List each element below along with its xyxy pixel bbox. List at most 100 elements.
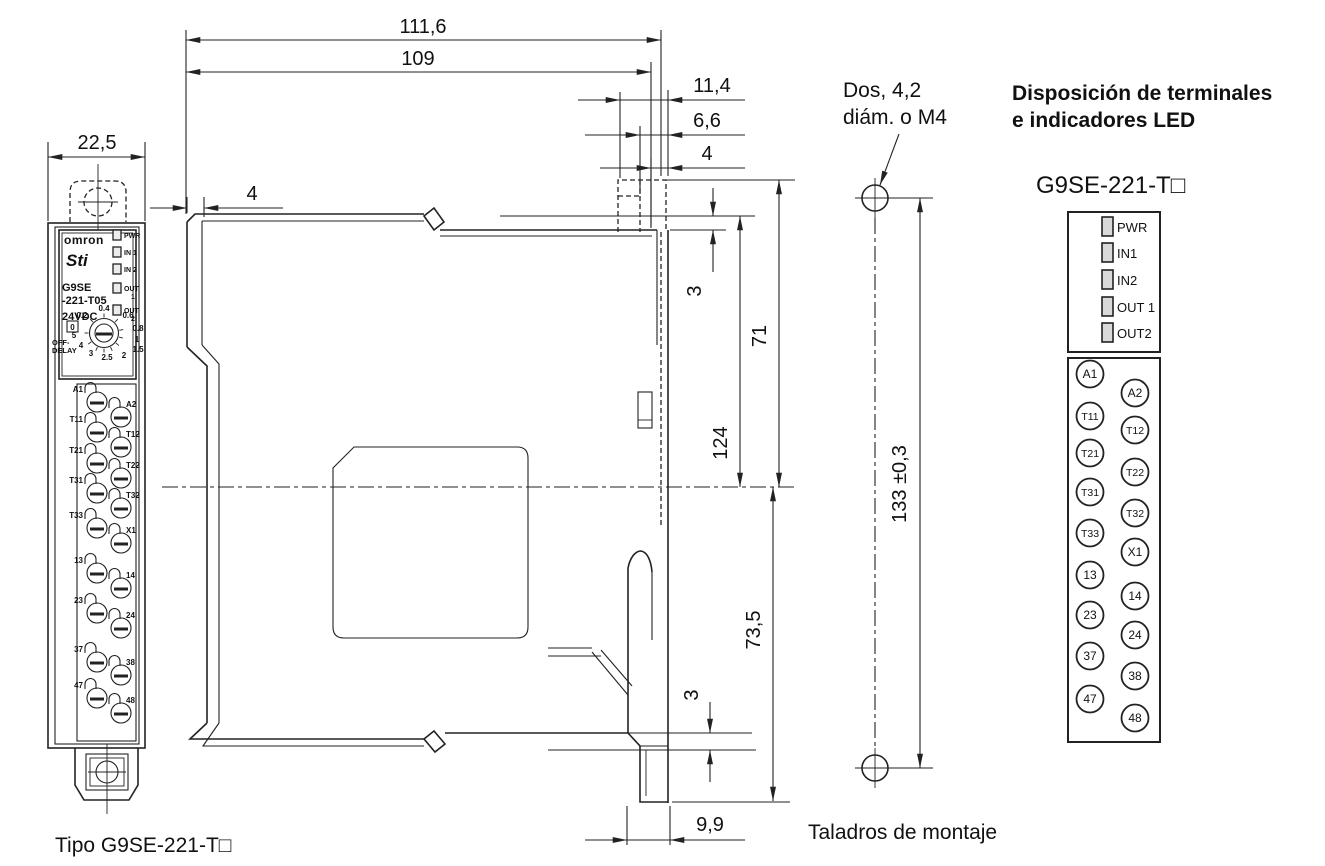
front-terminal: 47 <box>74 678 108 709</box>
panel-led-label: PWR <box>1117 220 1147 235</box>
panel-led: OUT2 <box>1101 322 1152 343</box>
front-voltage: 24VDC <box>62 311 98 323</box>
panel-led-label: IN2 <box>1117 273 1137 288</box>
front-terminal: 24 <box>108 608 135 639</box>
panel-heading-2: e indicadores LED <box>1012 109 1195 132</box>
dim-foot: 9,9 <box>585 806 745 845</box>
dial-value: 2.5 <box>101 353 113 362</box>
panel-led: PWR <box>1101 216 1147 237</box>
dim-front-width-label: 22,5 <box>78 132 117 154</box>
front-led-label: OUT <box>124 308 140 315</box>
front-view: 22,5 omron Sti G9SE -221-T05 24VDC PWRIN… <box>47 132 232 857</box>
dial-value: 5 <box>72 331 77 340</box>
dim-depth-overall: 111,6 <box>399 16 446 38</box>
dim-front-width: 22,5 <box>47 132 146 221</box>
dim-upper-height: 71 <box>749 325 771 347</box>
panel-led-label: OUT 1 <box>1117 300 1155 315</box>
panel-terminal: T12 <box>1120 415 1150 445</box>
front-body-inner <box>54 226 140 745</box>
dim-depth-body: 109 <box>401 48 434 70</box>
front-terminal: 48 <box>108 693 135 724</box>
front-terminal-label: T11 <box>70 415 84 424</box>
front-terminal-label: T21 <box>69 446 83 455</box>
front-brand: omron <box>64 233 104 247</box>
dial-caption-1: OFF- <box>52 338 70 347</box>
dial-value: 2 <box>122 351 127 360</box>
dim-heights: 3 71 124 73,5 3 <box>500 179 795 803</box>
panel-terminal: 24 <box>1120 620 1150 650</box>
panel-led: OUT 1 <box>1101 296 1155 317</box>
front-terminal-label: T31 <box>69 476 83 485</box>
panel-terminal-label: 37 <box>1083 649 1097 663</box>
dial-value: 0.4 <box>98 304 110 313</box>
mounting-holes-view: Dos, 4,2 diám. o M4 133 ±0,3 Taladros de… <box>808 79 997 844</box>
panel-terminal: 23 <box>1075 600 1105 630</box>
front-terminal-label: 24 <box>126 611 135 620</box>
panel-terminal-label: T22 <box>1126 467 1144 479</box>
dim-bottom-offset: 3 <box>681 689 703 700</box>
front-terminal: T31 <box>69 473 108 504</box>
leader-arrow <box>879 133 900 186</box>
panel-terminal-label: 47 <box>1083 692 1097 706</box>
front-led: IN 1 <box>112 246 137 258</box>
front-terminal: T33 <box>69 508 108 539</box>
front-led: IN 2 <box>112 263 137 275</box>
front-led-label-2: 2 <box>131 316 135 323</box>
dial-caption-2: DELAY <box>52 346 77 355</box>
panel-led-label: IN1 <box>1117 246 1137 261</box>
panel-terminal: T22 <box>1120 457 1150 487</box>
panel-terminal: 47 <box>1075 684 1105 714</box>
front-terminal: 14 <box>108 568 135 599</box>
dim-foot-depth: 9,9 <box>696 814 724 836</box>
front-bottom-tab <box>74 744 139 814</box>
front-model-1: G9SE <box>62 282 91 294</box>
front-terminal-label: T12 <box>126 430 140 439</box>
mounting-caption: Taladros de montaje <box>808 821 997 844</box>
dim-hook-depth: 11,4 <box>693 75 730 97</box>
front-led: PWR <box>112 229 140 241</box>
dim-hole-pitch: 133 ±0,3 <box>889 445 911 523</box>
front-led-label: PWR <box>124 233 140 240</box>
front-terminal-label: 13 <box>74 556 83 565</box>
dim-hook-mid: 6,6 <box>693 110 721 132</box>
front-terminal: 13 <box>74 553 108 584</box>
panel-terminal: A1 <box>1075 359 1105 389</box>
panel-terminal-label: T31 <box>1081 487 1099 499</box>
panel-terminal-label: T33 <box>1081 528 1099 540</box>
dim-top-offset: 3 <box>684 285 706 296</box>
dial-value: 4 <box>79 341 84 350</box>
dial-value: 0.6 <box>122 311 134 320</box>
panel-terminal: T33 <box>1075 518 1105 548</box>
panel-heading-1: Disposición de terminales <box>1012 82 1272 105</box>
front-logo: Sti <box>66 251 89 270</box>
front-terminal-label: 47 <box>74 681 83 690</box>
front-led-label: IN 2 <box>124 267 137 274</box>
panel-terminal: 48 <box>1120 703 1150 733</box>
front-terminal: T22 <box>108 458 140 489</box>
dial-value: 3 <box>89 349 94 358</box>
panel-terminal-label: T21 <box>1081 448 1099 460</box>
front-label-plate <box>58 229 137 380</box>
front-body-outline <box>47 222 146 749</box>
front-terminals: A1T11T21T31T3313233747A2T12T22T32X114243… <box>69 382 140 724</box>
panel-terminal: 13 <box>1075 560 1105 590</box>
dial-zero: 0 <box>70 323 75 332</box>
front-terminal: 38 <box>108 655 135 686</box>
front-terminal-label: 37 <box>74 645 83 654</box>
panel-terminal: X1 <box>1120 537 1150 567</box>
panel-terminal: 37 <box>1075 641 1105 671</box>
front-led: OUT2 <box>112 304 140 323</box>
mounting-note-2: diám. o M4 <box>843 106 947 129</box>
front-terminal-label: T22 <box>126 461 140 470</box>
panel-terminal: T11 <box>1075 401 1105 431</box>
panel-terminal-label: X1 <box>1128 545 1143 559</box>
front-terminal: T21 <box>69 443 108 474</box>
front-terminal-label: T33 <box>69 511 83 520</box>
panel-terminal: T31 <box>1075 477 1105 507</box>
